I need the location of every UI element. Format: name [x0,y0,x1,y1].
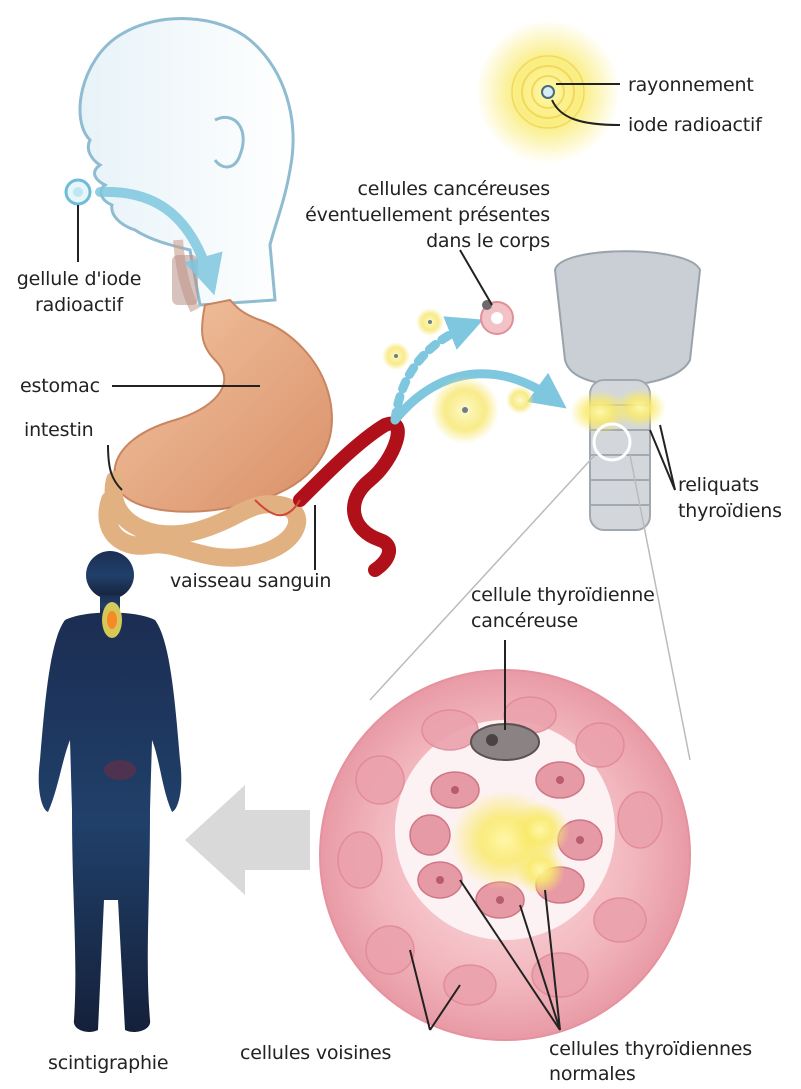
label-cancerous-thyroid-cell-line2: cancéreuse [471,608,578,634]
label-normal-thyroid-cells-line1: cellules thyroïdiennes [549,1036,752,1062]
label-cancer-cells-line2: éventuellement présentes [305,202,550,228]
label-radioactive-iodine: iode radioactif [628,112,762,138]
label-radiation: rayonnement [628,72,754,98]
label-capsule-line1: gellule d'iode [4,266,154,292]
radiation-legend [476,20,620,164]
scintigraphy-body [39,551,182,1032]
label-capsule-line2: radioactif [4,292,154,318]
label-cancer-cells-line3: dans le corps [426,228,550,254]
label-stomach: estomac [20,373,100,399]
label-thyroid-remnants-line2: thyroïdiens [678,498,782,524]
metastatic-cancer-cells [481,300,513,334]
label-blood-vessel: vaisseau sanguin [170,568,331,594]
label-cancer-cells-line1: cellules cancéreuses [357,176,550,202]
label-intestine: intestin [24,417,94,443]
label-cancerous-thyroid-cell-line1: cellule thyroïdienne [471,582,655,608]
label-neighbor-cells: cellules voisines [240,1040,391,1066]
stomach-illustration [107,300,332,558]
result-arrow [185,785,310,895]
iodine-capsule [66,180,90,204]
label-scintigraphy: scintigraphie [48,1050,168,1076]
label-normal-thyroid-cells-line2: normales [549,1061,636,1087]
label-thyroid-remnants-line1: reliquats [678,472,759,498]
